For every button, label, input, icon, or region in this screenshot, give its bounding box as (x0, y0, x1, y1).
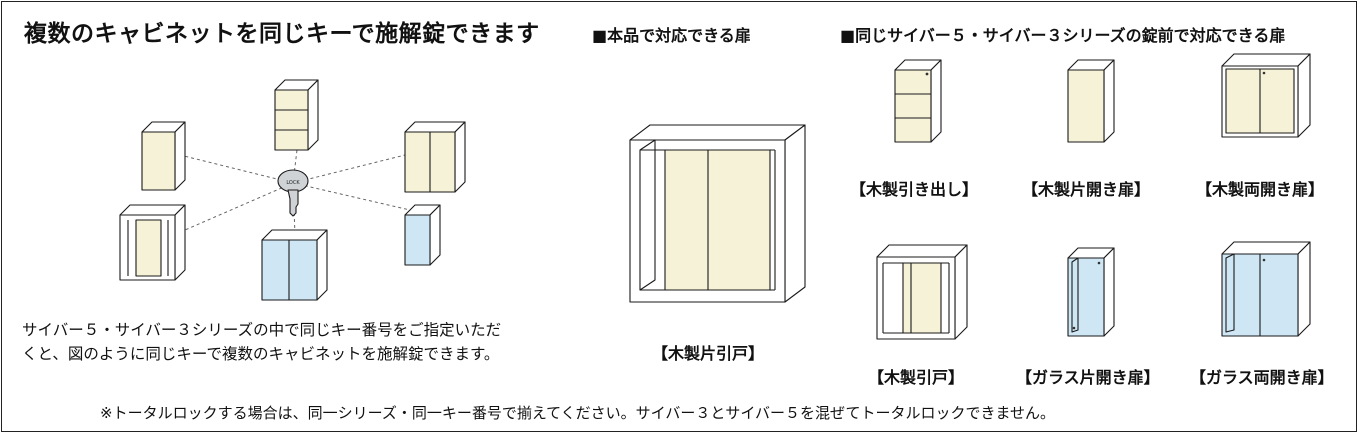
footnote: ※トータルロックする場合は、同一シリーズ・同一キー番号で揃えてください。サイバー… (100, 404, 1056, 422)
cabinet-drawer-small (274, 79, 319, 151)
cabinet-single-door-small (141, 121, 186, 191)
cabinet-sliding-door-small (119, 204, 186, 281)
product-cabinet-illustration (629, 124, 806, 303)
key-icon: LOCK (277, 169, 309, 217)
label-glass-double-door: 【ガラス両開き扉】 (1190, 368, 1334, 387)
series-door-header: ■同じサイバー５・サイバー３シリーズの錠前で対応できる扉 (840, 26, 1286, 45)
cabinet-double-door-small (404, 121, 466, 193)
label-wood-single-door: 【木製片開き扉】 (1022, 180, 1151, 199)
wood-drawer-illustration (894, 59, 942, 143)
wood-single-door-illustration (1067, 59, 1115, 143)
label-glass-single-door: 【ガラス片開き扉】 (1016, 368, 1160, 387)
description-line-2: くと、図のように同じキーで複数のキャビネットを施解錠できます。 (22, 345, 500, 363)
key-diagram: LOCK (119, 79, 466, 301)
wood-double-door-illustration (1221, 53, 1311, 138)
compatible-door-header: ■本品で対応できる扉 (592, 26, 751, 45)
page-title: 複数のキャビネットを同じキーで施解錠できます (24, 21, 540, 47)
label-wood-double-door: 【木製両開き扉】 (1196, 180, 1325, 199)
cabinet-glass-double-small (261, 229, 328, 301)
glass-double-door-illustration (1221, 241, 1311, 337)
wood-sliding-door-illustration (876, 244, 968, 340)
product-label: 【木製片引戸】 (652, 344, 765, 363)
description-line-1: サイバー５・サイバー３シリーズの中で同じキー番号をご指定いただ (22, 321, 502, 339)
cabinet-glass-single-small (404, 204, 441, 266)
glass-single-door-illustration (1067, 247, 1115, 337)
label-wood-drawer: 【木製引き出し】 (850, 180, 979, 199)
key-label: LOCK (286, 180, 300, 186)
label-wood-sliding-door: 【木製引戸】 (868, 368, 965, 387)
